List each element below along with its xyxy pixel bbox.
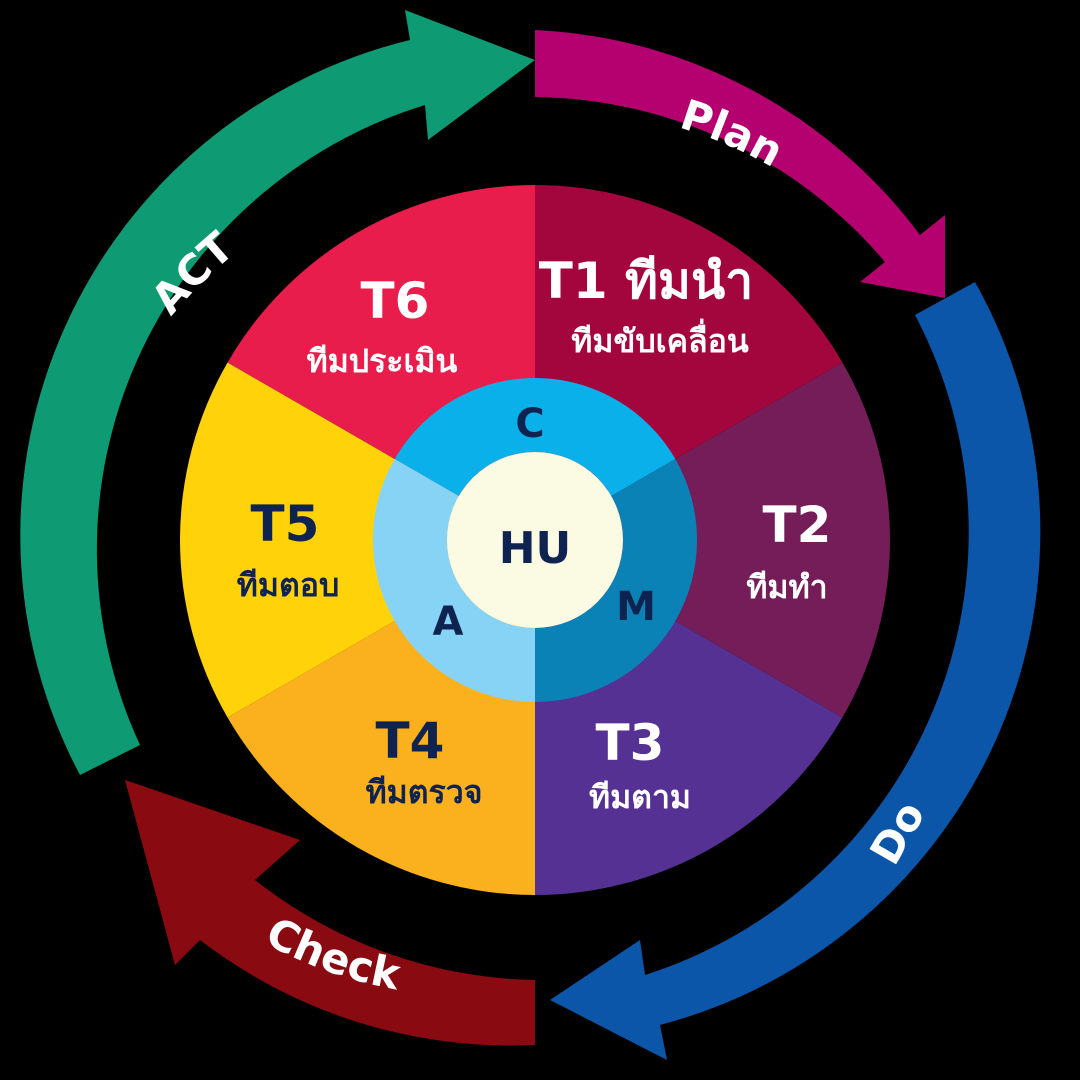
segment-t5 xyxy=(179,362,535,718)
t1-title: T1 ทีมนำ xyxy=(539,252,753,310)
t6-subtitle: ทีมประเมิน xyxy=(307,342,458,380)
t3-title: T3 xyxy=(596,714,665,772)
t3-subtitle: ทีมตาม xyxy=(589,778,691,816)
t6-title: T6 xyxy=(361,272,430,330)
t2-title: T2 xyxy=(763,496,832,554)
cycle-arrows xyxy=(20,10,1041,1060)
plan-arrow xyxy=(535,30,945,298)
act-arrow xyxy=(20,10,535,775)
ring-segment-m xyxy=(535,459,698,702)
check-arrow xyxy=(125,780,535,1046)
ring-letter-a: A xyxy=(433,599,464,645)
hub-circle xyxy=(447,452,623,628)
do-arrow xyxy=(550,282,1041,1060)
cma-ring xyxy=(372,378,698,702)
t1-subtitle: ทีมขับเคลื่อน xyxy=(571,318,749,360)
t5-subtitle: ทีมตอบ xyxy=(237,566,340,604)
segment-t2 xyxy=(535,362,890,718)
t4-title: T4 xyxy=(376,712,445,770)
t4-subtitle: ทีมตรวจ xyxy=(366,773,483,811)
ring-letter-m: M xyxy=(616,584,656,630)
ring-letter-c: C xyxy=(515,401,544,447)
t2-subtitle: ทีมทำ xyxy=(746,568,827,606)
hub-label: HU xyxy=(499,523,572,574)
ring-segment-c xyxy=(394,378,676,496)
ring-segment-a xyxy=(372,459,535,702)
t5-title: T5 xyxy=(251,495,320,553)
